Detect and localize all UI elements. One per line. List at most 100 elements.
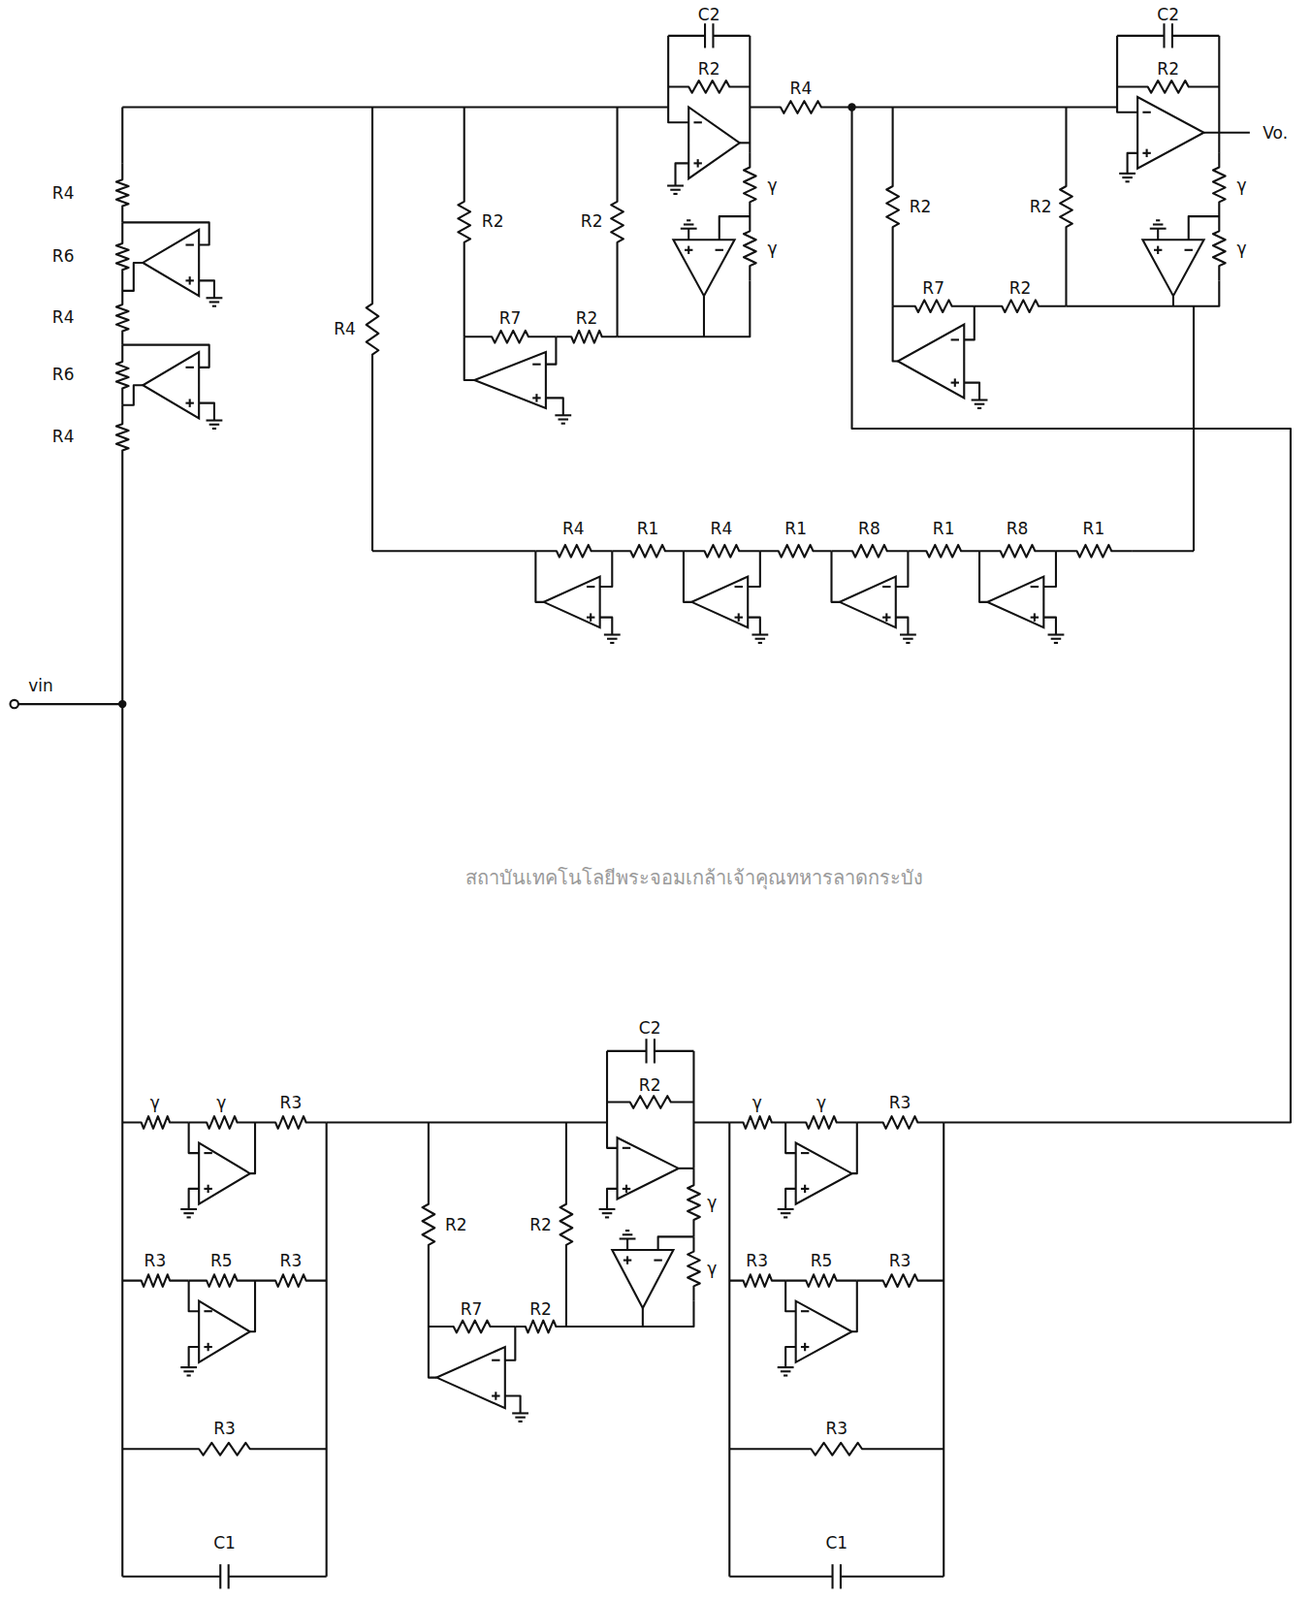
opamp-symbol — [1142, 239, 1204, 296]
component-label: R2 — [908, 197, 933, 215]
wire — [122, 222, 209, 245]
wire — [1132, 549, 1194, 552]
component-label: R3 — [212, 1420, 237, 1438]
minus-sign — [800, 1151, 809, 1154]
component-label: R4 — [561, 520, 586, 538]
plus-sign — [207, 1342, 210, 1351]
wire — [122, 345, 209, 368]
plus-sign — [803, 1184, 806, 1193]
wire — [840, 1575, 944, 1578]
wire — [895, 550, 909, 587]
plus-sign — [737, 612, 740, 621]
wire — [198, 403, 215, 421]
resistor-symbol — [428, 1320, 515, 1334]
capacitor-plate — [703, 23, 706, 48]
resistor-symbol — [749, 100, 852, 114]
wire — [785, 1280, 797, 1312]
ground-symbol — [206, 418, 224, 421]
component-label: γ — [1235, 239, 1248, 256]
resistor-symbol — [122, 1274, 189, 1287]
capacitor-plate — [831, 1564, 833, 1589]
resistor-symbol — [514, 1320, 567, 1334]
resistor-symbol — [116, 345, 129, 406]
ground-symbol — [905, 641, 910, 644]
capacitor-plate — [227, 1564, 230, 1589]
wire — [1043, 550, 1056, 587]
wire — [198, 280, 215, 298]
resistor-symbol — [979, 544, 1056, 558]
component-label: R4 — [51, 184, 76, 201]
ground-symbol — [558, 417, 570, 420]
resistor-symbol — [785, 1274, 858, 1287]
wire — [747, 617, 761, 636]
ground-symbol — [1054, 641, 1058, 644]
component-label: R2 — [1155, 60, 1181, 77]
resistor-symbol — [974, 299, 1067, 313]
component-label: R7 — [498, 310, 523, 327]
ground-symbol — [1152, 223, 1164, 225]
component-label: R3 — [824, 1420, 849, 1438]
wire — [189, 1122, 200, 1154]
wire — [372, 549, 536, 552]
component-label: R3 — [744, 1251, 769, 1269]
ground-symbol — [602, 1212, 613, 1215]
resistor-symbol — [683, 544, 761, 558]
wire — [739, 141, 751, 144]
component-label: R7 — [921, 279, 946, 296]
component-label: R3 — [143, 1251, 168, 1269]
wire — [712, 34, 750, 37]
ground-symbol — [686, 219, 691, 222]
resistor-symbol — [1213, 153, 1226, 217]
minus-sign — [882, 585, 891, 588]
resistor-symbol — [464, 330, 557, 344]
opamp-symbol — [688, 106, 740, 179]
opamp-symbol — [436, 1346, 505, 1408]
component-label: R4 — [51, 428, 76, 446]
wire — [1188, 216, 1220, 240]
wire — [1172, 34, 1219, 37]
wire — [607, 1050, 647, 1053]
minus-sign — [800, 1310, 809, 1312]
wire — [1043, 617, 1056, 636]
component-label: γ — [215, 1093, 227, 1111]
wire — [189, 1280, 200, 1312]
minus-sign — [185, 366, 193, 369]
wire — [535, 550, 544, 603]
resistor-symbol — [560, 1122, 574, 1327]
component-label: γ — [705, 1260, 718, 1278]
wire — [1127, 153, 1139, 174]
plus-sign — [1146, 149, 1149, 158]
wire — [607, 1188, 618, 1210]
wire — [189, 1188, 200, 1210]
component-label: R2 — [444, 1215, 469, 1233]
capacitor-plate — [644, 1038, 647, 1063]
plus-sign — [697, 159, 700, 167]
wire — [748, 35, 751, 154]
component-label: R1 — [931, 520, 957, 538]
ground-symbol — [1119, 172, 1136, 175]
component-label: C2 — [1155, 5, 1181, 23]
minus-sign — [715, 249, 724, 252]
opamp-symbol — [543, 576, 601, 629]
minus-sign — [693, 121, 702, 124]
resistor-symbol — [1213, 216, 1226, 281]
wire — [122, 384, 143, 406]
resistor-symbol — [743, 216, 757, 281]
wire — [668, 35, 689, 123]
resistor-symbol — [116, 290, 129, 346]
wire — [852, 1280, 858, 1333]
wire — [703, 295, 705, 337]
wire — [228, 1575, 327, 1578]
wire — [1204, 131, 1250, 134]
component-label: R1 — [636, 520, 661, 538]
minus-sign — [203, 1151, 212, 1154]
plus-sign — [494, 1391, 497, 1400]
wire — [654, 1050, 695, 1053]
wire — [1065, 280, 1219, 306]
resistor-symbol — [535, 544, 612, 558]
component-label: R5 — [809, 1251, 834, 1269]
component-label: R4 — [709, 520, 735, 538]
ground-symbol — [561, 422, 566, 425]
ground-symbol — [783, 1215, 788, 1218]
